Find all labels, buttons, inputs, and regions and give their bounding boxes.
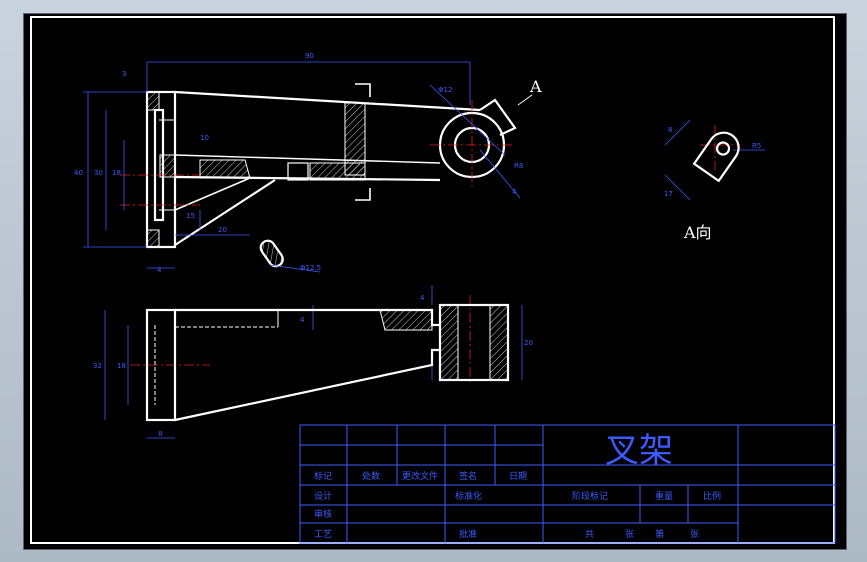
dim-r8: R8 (514, 162, 523, 170)
tb-approve: 批准 (459, 528, 477, 540)
dim-d20: 20 (218, 226, 227, 234)
title-block (299, 424, 836, 544)
a-view-h: 17 (664, 190, 673, 198)
a-view (692, 131, 740, 183)
front-4b: 4 (420, 294, 425, 302)
front-18: 18 (117, 362, 126, 370)
dim-wall4: 4 (157, 266, 162, 274)
tb-change-doc: 更改文件 (402, 470, 438, 482)
tb-count: 处数 (362, 470, 380, 482)
tb-stage: 阶段标记 (572, 490, 608, 502)
dim-wall4b: 4 (512, 188, 517, 196)
tb-nth: 第 (655, 528, 664, 540)
tb-weight: 重量 (655, 490, 673, 502)
tb-design: 设计 (314, 490, 332, 502)
tb-total: 共 (585, 529, 594, 540)
tb-scale: 比例 (703, 490, 721, 502)
tb-review: 审核 (314, 508, 332, 520)
front-32: 32 (93, 362, 102, 370)
front-20: 20 (524, 339, 533, 347)
dim-h30: 30 (94, 169, 103, 177)
tb-process: 工艺 (314, 529, 332, 540)
tb-sheets: 张 (625, 529, 634, 540)
tb-mark: 标记 (314, 470, 332, 482)
drawing-title: 叉架 (605, 431, 673, 471)
dim-h18: 18 (112, 169, 121, 177)
dimension-lines (83, 61, 765, 439)
dim-top-length: 90 (305, 52, 314, 60)
a-view-w: 8 (668, 126, 672, 134)
tb-date: 日期 (509, 471, 527, 482)
front-view (145, 303, 510, 422)
front-4: 4 (300, 316, 305, 324)
dim-r10: 10 (200, 134, 209, 142)
cad-viewport[interactable] (23, 13, 847, 550)
dim-phi12: Φ12 (438, 86, 452, 94)
tb-sheet: 张 (690, 529, 699, 540)
a-view-r: R5 (752, 142, 761, 150)
dim-height-total: 40 (74, 169, 83, 177)
tb-sign: 签名 (459, 470, 477, 482)
dim-left-small: 3 (122, 70, 126, 78)
center-lines (120, 100, 740, 385)
dim-r15: 15 (186, 212, 195, 220)
dim-slot: Φ12.5 (300, 264, 321, 272)
front-8: 8 (158, 430, 162, 438)
label-a: A (529, 77, 542, 96)
tb-standard: 标准化 (455, 490, 482, 502)
label-a-dir: A向 (683, 223, 712, 242)
main-view (145, 83, 533, 268)
